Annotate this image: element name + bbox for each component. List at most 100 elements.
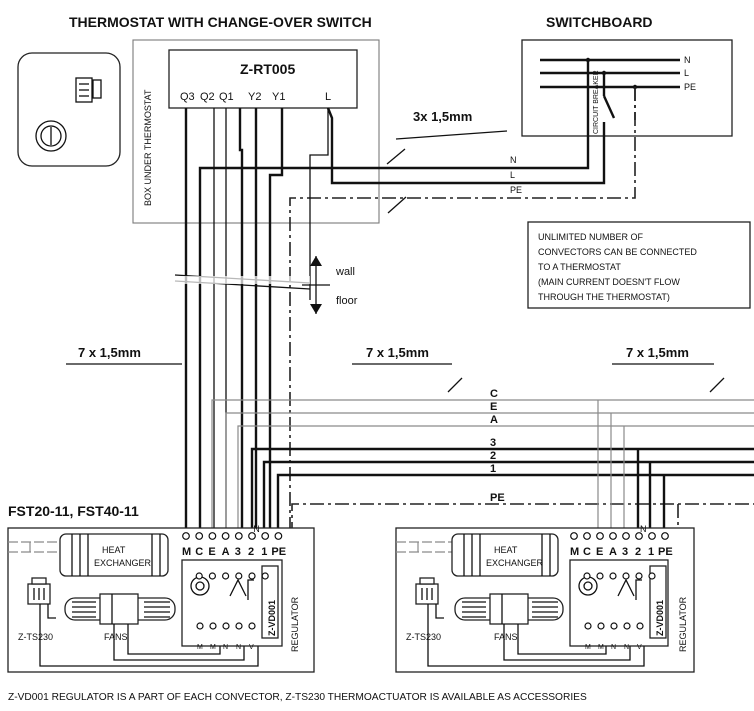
bus-label-1: 1 [490, 463, 496, 475]
terminal-label-q3: Q3 [180, 91, 195, 103]
regulator-terminal-right-1 [583, 572, 591, 580]
terminal-label-right-c: C [583, 546, 591, 558]
switchboard-line-l: L [684, 68, 689, 78]
regulator-terminal-right-3 [609, 572, 617, 580]
supply-wire-l: L [510, 170, 515, 180]
terminal-label-left-c: C [195, 546, 203, 558]
note-line-4: (MAIN CURRENT DOESN'T FLOW [538, 277, 680, 287]
regulator-terminal-left-5 [248, 572, 256, 580]
terminal-right-e [596, 532, 604, 540]
box-under-thermostat-label: BOX UNDER THERMOSTAT [143, 89, 153, 206]
heat-exchanger-label-1: HEAT [494, 545, 518, 555]
switchboard-title: SWITCHBOARD [546, 14, 653, 30]
regulator-terminal-right-2 [596, 572, 604, 580]
bottom-terminal-label-left-1: M [210, 644, 216, 651]
terminal-right-m [570, 532, 578, 540]
terminal-left-c [195, 532, 204, 540]
terminal-right-a [609, 532, 617, 540]
n-label-right: N [640, 524, 647, 534]
bottom-terminal-label-right-1: M [598, 644, 604, 651]
bus-label-e: E [490, 401, 497, 413]
regulator-terminal-right-4 [622, 572, 630, 580]
regulator-label-left: REGULATOR [290, 596, 300, 652]
cable-label-middle: 7 x 1,5mm [366, 345, 429, 360]
bottom-terminal-right-0 [584, 622, 592, 630]
convector-right: HEAT EXCHANGER FANS Z-TS230 [395, 527, 695, 673]
thermoactuator-right [415, 577, 439, 605]
terminal-label-y1: Y1 [272, 91, 285, 103]
bottom-terminal-label-left-0: M [197, 644, 203, 651]
terminal-label-right-e: E [596, 546, 603, 558]
regulator-model-right: Z-VD001 [655, 600, 665, 636]
bus-label-c: C [490, 388, 498, 400]
terminal-label-l: L [325, 91, 331, 103]
terminal-left-pe [274, 532, 283, 540]
bottom-terminal-right-2 [610, 622, 618, 630]
fans-left [64, 593, 176, 625]
regulator-terminal-left-3 [222, 572, 230, 580]
regulator-terminal-left-2 [208, 572, 216, 580]
thermostat-icon [17, 52, 121, 167]
bottom-terminal-label-left-3: N [236, 644, 241, 651]
supply-wire-n: N [510, 155, 517, 165]
circuit-breaker-label: CIRCUIT BREAKER [593, 70, 600, 134]
terminal-label-q2: Q2 [200, 91, 215, 103]
bottom-terminal-right-3 [623, 622, 631, 630]
terminal-right-1 [648, 532, 656, 540]
terminal-label-right-3: 3 [622, 546, 628, 558]
heat-exchanger-label-1: HEAT [102, 545, 126, 555]
wall-floor-arrows [302, 256, 330, 314]
note-line-3: TO A THERMOSTAT [538, 262, 621, 272]
regulator-terminal-left-4 [235, 572, 243, 580]
bus-label-3: 3 [490, 437, 496, 449]
thermostat-terminal-labels: Q3 Q2 Q1 Y2 Y1 L [180, 91, 331, 103]
heat-exchanger-label-2: EXCHANGER [486, 558, 544, 568]
regulator-terminal-left-1 [195, 572, 203, 580]
terminal-label-left-a: A [222, 546, 230, 558]
bottom-terminal-left-4 [248, 622, 256, 630]
actuator-label-right: Z-TS230 [406, 632, 441, 642]
thermostat-module [168, 49, 358, 109]
terminal-label-y2: Y2 [248, 91, 261, 103]
thermoactuator-left [27, 577, 51, 605]
terminal-right-c [583, 532, 591, 540]
footer-note: Z-VD001 REGULATOR IS A PART OF EACH CONV… [8, 692, 587, 703]
terminal-right-3 [622, 532, 630, 540]
switchboard-line-n: N [684, 55, 691, 65]
switchboard-line-pe: PE [684, 82, 696, 92]
terminal-right-2 [635, 532, 643, 540]
bottom-terminal-right-4 [636, 622, 644, 630]
supply-cable-label: 3x 1,5mm [413, 109, 472, 124]
terminal-right-pe [661, 532, 669, 540]
regulator-terminal-left-6 [261, 572, 269, 580]
terminal-left-a [221, 532, 230, 540]
terminal-left-1 [261, 532, 270, 540]
terminal-label-left-2: 2 [248, 546, 254, 558]
terminal-label-right-pe: PE [658, 546, 673, 558]
note-line-2: CONVECTORS CAN BE CONNECTED [538, 247, 697, 257]
bottom-terminal-label-right-4: V [637, 644, 642, 651]
convector-left: HEAT EXCHANGER FANS Z-TS230 [7, 527, 315, 673]
thermostat-title: THERMOSTAT WITH CHANGE-OVER SWITCH [69, 14, 372, 30]
note-line-5: THROUGH THE THERMOSTAT) [538, 292, 670, 302]
bottom-terminal-left-2 [222, 622, 230, 630]
bottom-terminal-left-0 [196, 622, 204, 630]
terminal-label-left-3: 3 [235, 546, 241, 558]
regulator-terminal-right-6 [648, 572, 656, 580]
note-box: UNLIMITED NUMBER OF CONVECTORS CAN BE CO… [527, 221, 751, 309]
actuator-label-left: Z-TS230 [18, 632, 53, 642]
n-label-left: N [253, 524, 260, 534]
bottom-terminal-label-left-2: N [223, 644, 228, 651]
bus-wires [211, 399, 754, 536]
bus-label-a: A [490, 414, 498, 426]
bus-label-pe: PE [490, 492, 505, 504]
terminal-label-q1: Q1 [219, 91, 234, 103]
bus-label-2: 2 [490, 450, 496, 462]
terminal-label-right-2: 2 [635, 546, 641, 558]
terminal-left-3 [234, 532, 243, 540]
floor-label: floor [336, 295, 358, 307]
cable-label-left: 7 x 1,5mm [78, 345, 141, 360]
supply-wire-pe: PE [510, 185, 522, 195]
